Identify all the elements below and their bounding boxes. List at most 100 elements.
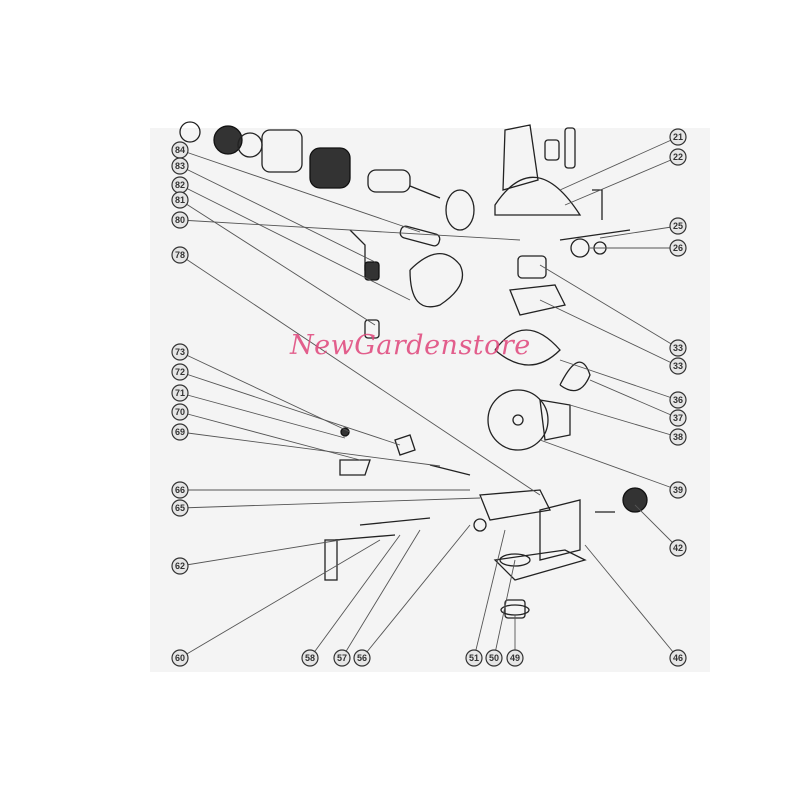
callout-circle	[669, 649, 687, 667]
leader-line	[361, 524, 471, 659]
leader-line	[179, 219, 521, 241]
callout-circle	[171, 343, 189, 361]
callout-65: 65	[171, 499, 189, 517]
leader-line	[179, 497, 481, 509]
callout-70: 70	[171, 403, 189, 421]
callout-57: 57	[333, 649, 351, 667]
callout-number: 46	[673, 653, 683, 663]
callout-circle	[301, 649, 319, 667]
callout-number: 38	[673, 432, 683, 442]
callout-number: 60	[175, 653, 185, 663]
callout-number: 78	[175, 250, 185, 260]
callout-58: 58	[301, 649, 319, 667]
callout-number: 81	[175, 195, 185, 205]
callout-circle	[171, 211, 189, 229]
callout-60: 60	[171, 649, 189, 667]
leader-line	[179, 411, 361, 461]
callout-circle	[465, 649, 483, 667]
leader-line	[341, 529, 421, 659]
callout-number: 73	[175, 347, 185, 357]
leader-line	[473, 529, 506, 659]
callout-number: 57	[337, 653, 347, 663]
callout-circle	[669, 239, 687, 257]
watermark: NewGardenstore	[290, 330, 531, 361]
callout-number: 72	[175, 367, 185, 377]
callout-number: 21	[673, 132, 683, 142]
callout-73: 73	[171, 343, 189, 361]
callout-49: 49	[506, 649, 524, 667]
callout-80: 80	[171, 211, 189, 229]
callout-circle	[171, 649, 189, 667]
callout-83: 83	[171, 157, 189, 175]
callout-circle	[171, 403, 189, 421]
callout-82: 82	[171, 176, 189, 194]
callout-circle	[669, 339, 687, 357]
callout-circle	[171, 384, 189, 402]
leader-line	[559, 136, 679, 191]
callout-number: 36	[673, 395, 683, 405]
callout-circle	[669, 217, 687, 235]
callout-number: 50	[489, 653, 499, 663]
diagram-sheet	[150, 128, 710, 672]
callout-number: 33	[673, 343, 683, 353]
leader-line	[589, 379, 679, 419]
callout-circle	[171, 557, 189, 575]
callout-38: 38	[669, 428, 687, 446]
leader-line	[179, 431, 441, 467]
callout-number: 26	[673, 243, 683, 253]
callout-50: 50	[485, 649, 503, 667]
leader-line	[584, 544, 679, 659]
leader-line	[309, 534, 401, 659]
callout-84: 84	[171, 141, 189, 159]
callout-72: 72	[171, 363, 189, 381]
callout-71: 71	[171, 384, 189, 402]
callout-33: 33	[669, 339, 687, 357]
callout-circle	[669, 391, 687, 409]
callout-number: 66	[175, 485, 185, 495]
leader-line	[569, 404, 679, 438]
leader-line	[179, 392, 346, 439]
callout-number: 39	[673, 485, 683, 495]
callout-62: 62	[171, 557, 189, 575]
callout-56: 56	[353, 649, 371, 667]
callout-circle	[669, 481, 687, 499]
callout-circle	[171, 423, 189, 441]
callout-46: 46	[669, 649, 687, 667]
leader-line	[179, 371, 401, 446]
leader-line	[539, 439, 679, 491]
callout-22: 22	[669, 148, 687, 166]
callout-number: 80	[175, 215, 185, 225]
callout-81: 81	[171, 191, 189, 209]
leader-line	[179, 539, 381, 659]
callout-circle	[171, 499, 189, 517]
callout-circle	[171, 246, 189, 264]
callout-number: 62	[175, 561, 185, 571]
callout-number: 51	[469, 653, 479, 663]
callout-circle	[171, 157, 189, 175]
callout-circle	[669, 428, 687, 446]
callout-25: 25	[669, 217, 687, 235]
leader-line	[634, 504, 679, 549]
leader-line	[559, 359, 679, 401]
callout-42: 42	[669, 539, 687, 557]
leader-line	[564, 156, 679, 206]
callout-circle	[171, 191, 189, 209]
callout-circle	[669, 539, 687, 557]
callout-78: 78	[171, 246, 189, 264]
motor-assembly	[179, 121, 475, 339]
callout-labels: 8483828180787372717069666562602122252633…	[171, 128, 687, 667]
callout-number: 33	[673, 361, 683, 371]
leader-line	[179, 254, 541, 496]
callout-number: 22	[673, 152, 683, 162]
callout-36: 36	[669, 391, 687, 409]
base-assembly	[324, 427, 648, 619]
callout-circle	[171, 481, 189, 499]
callout-circle	[506, 649, 524, 667]
callout-51: 51	[465, 649, 483, 667]
callout-21: 21	[669, 128, 687, 146]
leader-lines	[179, 136, 679, 659]
callout-number: 25	[673, 221, 683, 231]
callout-number: 37	[673, 413, 683, 423]
